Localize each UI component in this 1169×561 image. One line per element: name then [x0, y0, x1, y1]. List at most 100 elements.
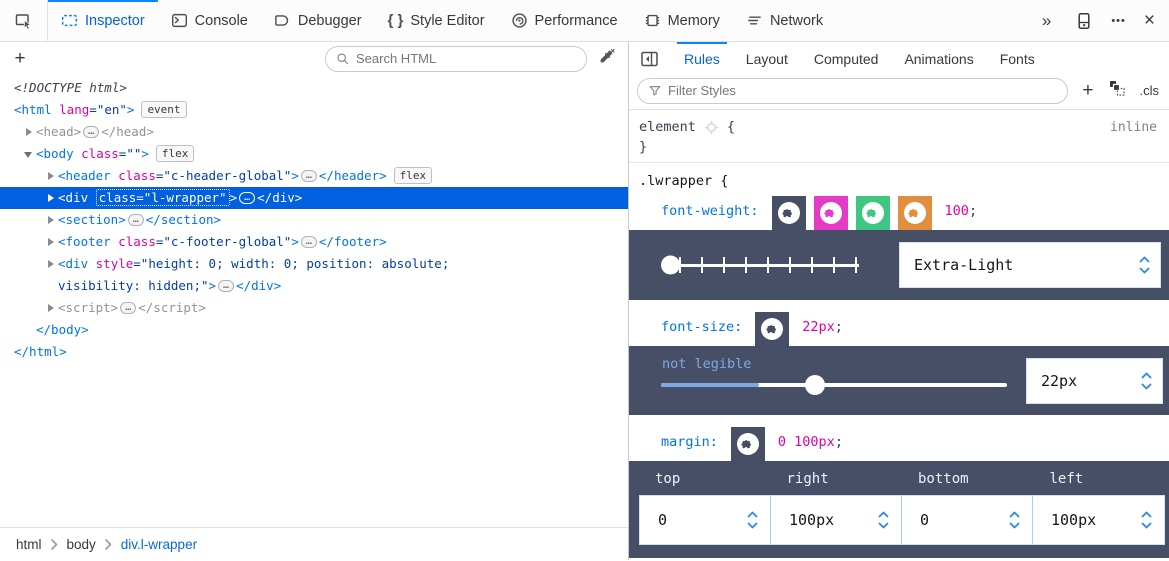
dom-badge[interactable]: event	[141, 101, 187, 118]
chevron-down-icon[interactable]	[1141, 522, 1152, 529]
stepper-value[interactable]: 22px	[1041, 371, 1078, 390]
chevron-up-icon[interactable]	[747, 511, 758, 518]
font-weight-tool-button[interactable]	[897, 196, 932, 230]
font-weight-slider[interactable]	[661, 242, 861, 288]
pick-element-button[interactable]	[0, 0, 48, 41]
stepper-value[interactable]: 0	[658, 511, 668, 529]
font-weight-tool-button[interactable]	[855, 196, 890, 230]
close-devtools-button[interactable]: ×	[1143, 10, 1155, 31]
tab-console[interactable]: Console	[158, 0, 261, 41]
pseudo-class-panel-button[interactable]	[1108, 79, 1126, 102]
breadcrumb-item-selected[interactable]: div.l-wrapper	[120, 536, 198, 552]
font-size-slider[interactable]	[661, 383, 1007, 387]
filter-styles-input[interactable]	[668, 83, 1058, 98]
expand-twisty-icon[interactable]	[48, 216, 54, 224]
markup-row[interactable]: <footer class="c-footer-global">…</foote…	[0, 231, 628, 253]
slider-knob[interactable]	[805, 375, 825, 395]
property-value[interactable]: 100	[944, 203, 969, 219]
chevron-down-icon[interactable]	[878, 522, 889, 529]
tab-performance[interactable]: Performance	[498, 0, 631, 41]
margin-top-stepper[interactable]: 0	[640, 496, 771, 544]
markup-row[interactable]: </body>	[0, 319, 628, 341]
font-weight-stepper[interactable]: Extra-Light	[899, 242, 1161, 288]
tab-animations[interactable]: Animations	[891, 42, 986, 76]
chevron-down-icon[interactable]	[1139, 267, 1150, 274]
markup-row[interactable]: <html lang="en">event	[0, 99, 628, 121]
chevron-down-icon[interactable]	[1141, 383, 1152, 390]
font-weight-tool-button[interactable]	[813, 196, 848, 230]
stepper-value[interactable]: Extra-Light	[914, 256, 1014, 274]
tab-memory[interactable]: Memory	[631, 0, 733, 41]
collapse-sidebar-button[interactable]	[629, 42, 671, 76]
margin-tool-button-active[interactable]	[730, 427, 765, 466]
selected-attribute[interactable]: class="l-wrapper"	[95, 189, 230, 206]
expand-twisty-icon[interactable]	[48, 194, 54, 202]
collapsed-content-ellipsis[interactable]: …	[83, 126, 100, 138]
property-value[interactable]: 22px	[802, 319, 835, 335]
expand-twisty-icon[interactable]	[26, 128, 32, 136]
stepper-value[interactable]: 100px	[1051, 511, 1097, 529]
markup-row[interactable]: <section>…</section>	[0, 209, 628, 231]
property-value[interactable]: 0 100px	[777, 434, 835, 450]
expand-twisty-icon[interactable]	[48, 172, 54, 180]
breadcrumb-item-html[interactable]: html	[16, 536, 42, 552]
all-tabs-chevron-button[interactable]: »	[1041, 10, 1052, 30]
add-node-button[interactable]: +	[14, 47, 26, 69]
collapsed-content-ellipsis[interactable]: …	[127, 214, 144, 226]
collapsed-content-ellipsis[interactable]: …	[300, 170, 317, 182]
tab-debugger[interactable]: Debugger	[261, 0, 375, 41]
collapsed-content-ellipsis[interactable]: …	[120, 302, 137, 314]
margin-bottom-stepper[interactable]: 0	[902, 496, 1033, 544]
breadcrumb-item-body[interactable]: body	[66, 536, 96, 552]
margin-right-stepper[interactable]: 100px	[771, 496, 902, 544]
responsive-design-mode-button[interactable]	[1075, 12, 1093, 30]
class-panel-button[interactable]: .cls	[1139, 83, 1160, 98]
markup-row[interactable]: <head>…</head>	[0, 121, 628, 143]
collapsed-content-ellipsis[interactable]: …	[300, 236, 317, 248]
slider-knob[interactable]	[661, 255, 680, 275]
markup-row[interactable]: <!DOCTYPE html>	[0, 77, 628, 99]
filter-styles-box[interactable]	[637, 77, 1069, 104]
tab-rules[interactable]: Rules	[671, 42, 733, 76]
property-name[interactable]: font-size:	[661, 319, 743, 335]
expand-twisty-icon[interactable]	[48, 260, 54, 268]
chevron-up-icon[interactable]	[1139, 256, 1150, 263]
collapsed-content-ellipsis[interactable]: …	[239, 192, 256, 204]
expand-twisty-icon[interactable]	[24, 152, 32, 158]
chevron-up-icon[interactable]	[1009, 511, 1020, 518]
tab-layout[interactable]: Layout	[733, 42, 801, 76]
chevron-down-icon[interactable]	[747, 522, 758, 529]
tab-style-editor[interactable]: { } Style Editor	[375, 0, 498, 41]
eyedropper-button[interactable]	[597, 47, 616, 71]
rule-selector[interactable]: .lwrapper {	[639, 173, 729, 189]
tab-fonts[interactable]: Fonts	[987, 42, 1048, 76]
stepper-value[interactable]: 100px	[789, 511, 835, 529]
search-html-input[interactable]	[356, 51, 576, 66]
tab-computed[interactable]: Computed	[801, 42, 892, 76]
markup-row[interactable]: <body class="">flex	[0, 143, 628, 165]
dom-badge[interactable]: flex	[155, 145, 195, 162]
collapsed-content-ellipsis[interactable]: …	[218, 280, 235, 292]
search-html-box[interactable]	[325, 45, 587, 72]
font-size-tool-button-active[interactable]	[755, 312, 790, 351]
font-size-stepper[interactable]: 22px	[1026, 357, 1163, 404]
tab-inspector[interactable]: Inspector	[48, 0, 158, 41]
font-weight-tool-button-active[interactable]	[771, 196, 806, 235]
stepper-value[interactable]: 0	[920, 511, 930, 529]
chevron-down-icon[interactable]	[1009, 522, 1020, 529]
expand-twisty-icon[interactable]	[48, 238, 54, 246]
markup-row[interactable]: <div class="l-wrapper">…</div>	[0, 187, 628, 209]
property-name[interactable]: font-weight:	[661, 203, 759, 219]
add-rule-button[interactable]: +	[1082, 79, 1094, 101]
markup-row[interactable]: <header class="c-header-global">…</heade…	[0, 165, 628, 187]
meatball-menu-button[interactable]: •••	[1111, 14, 1126, 27]
property-name[interactable]: margin:	[661, 434, 718, 450]
tab-network[interactable]: Network	[733, 0, 836, 41]
dom-badge[interactable]: flex	[393, 167, 433, 184]
markup-row[interactable]: <div style="height: 0; width: 0; positio…	[0, 253, 628, 275]
markup-row[interactable]: <script>…</script>	[0, 297, 628, 319]
expand-twisty-icon[interactable]	[48, 304, 54, 312]
markup-row[interactable]: </html>	[0, 341, 628, 363]
chevron-up-icon[interactable]	[878, 511, 889, 518]
margin-left-stepper[interactable]: 100px	[1033, 496, 1164, 544]
